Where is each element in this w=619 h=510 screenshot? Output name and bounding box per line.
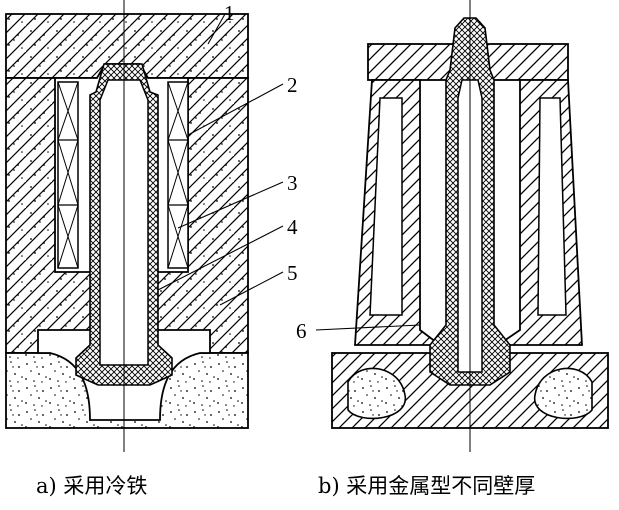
figure-a [5, 0, 249, 452]
callout-3: 3 [287, 171, 298, 195]
callout-2: 2 [287, 73, 298, 97]
caption-b: b) 采用金属型不同壁厚 [318, 474, 536, 498]
figure-b [331, 0, 609, 452]
callout-4: 4 [287, 215, 298, 239]
sand-insert-right [534, 367, 593, 420]
callout-1: 1 [224, 1, 235, 25]
callout-6: 6 [296, 319, 307, 343]
callout-5: 5 [287, 261, 298, 285]
sand-insert-left [347, 367, 406, 420]
caption-a: a) 采用冷铁 [36, 474, 148, 498]
callout-leaders [157, 13, 421, 331]
